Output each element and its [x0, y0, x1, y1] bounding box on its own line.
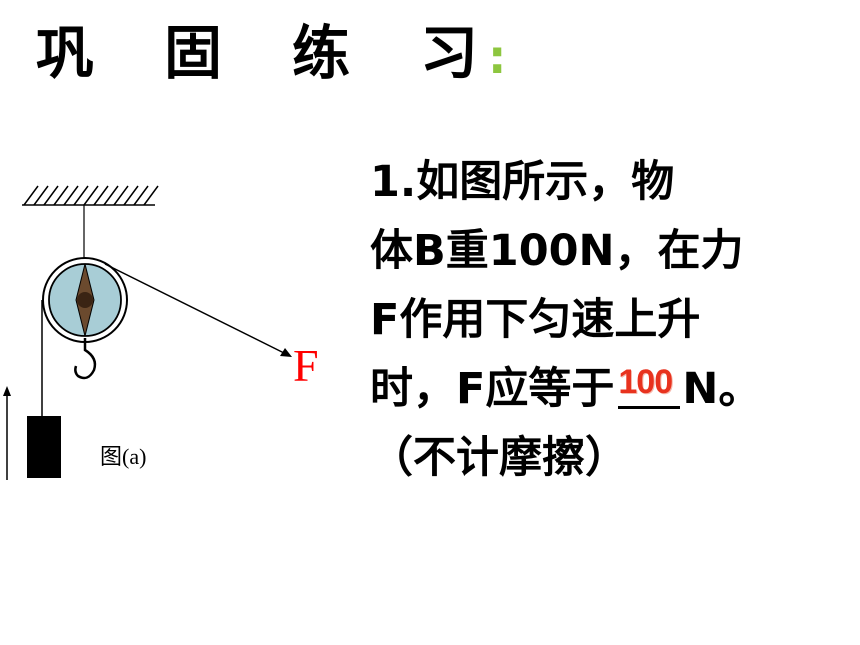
hook [74, 338, 97, 380]
question-line-after-blank: N。 [682, 364, 762, 414]
pulley-diagram [3, 185, 292, 480]
ceiling-hatch [22, 185, 159, 206]
title-char: 巩 [36, 19, 95, 87]
motion-arrowhead [3, 386, 11, 396]
title-char: 练 [292, 19, 351, 87]
title-colon: : [488, 30, 507, 84]
question-line: （不计摩擦） [370, 433, 628, 483]
title-char: 习 [420, 19, 479, 87]
force-arrowhead [280, 348, 292, 357]
force-label: F [293, 340, 319, 391]
question-line: 1.如图所示，物 [370, 157, 675, 207]
question-line: 体B重100N，在力 [370, 226, 744, 276]
block-b [27, 416, 61, 478]
answer-blank: 100 [618, 362, 681, 409]
pull-rope [104, 263, 287, 355]
title-char: 固 [164, 19, 223, 87]
pulley-figure: F 图(a) [0, 180, 340, 490]
page-title: 巩 固 练 习 : [36, 6, 506, 90]
question-line: F作用下匀速上升 [370, 295, 701, 345]
pulley-wheel [42, 257, 128, 343]
answer-value: 100 [618, 363, 673, 401]
question-line-before-blank: 时，F应等于 [370, 364, 615, 414]
figure-caption: 图(a) [100, 444, 147, 469]
